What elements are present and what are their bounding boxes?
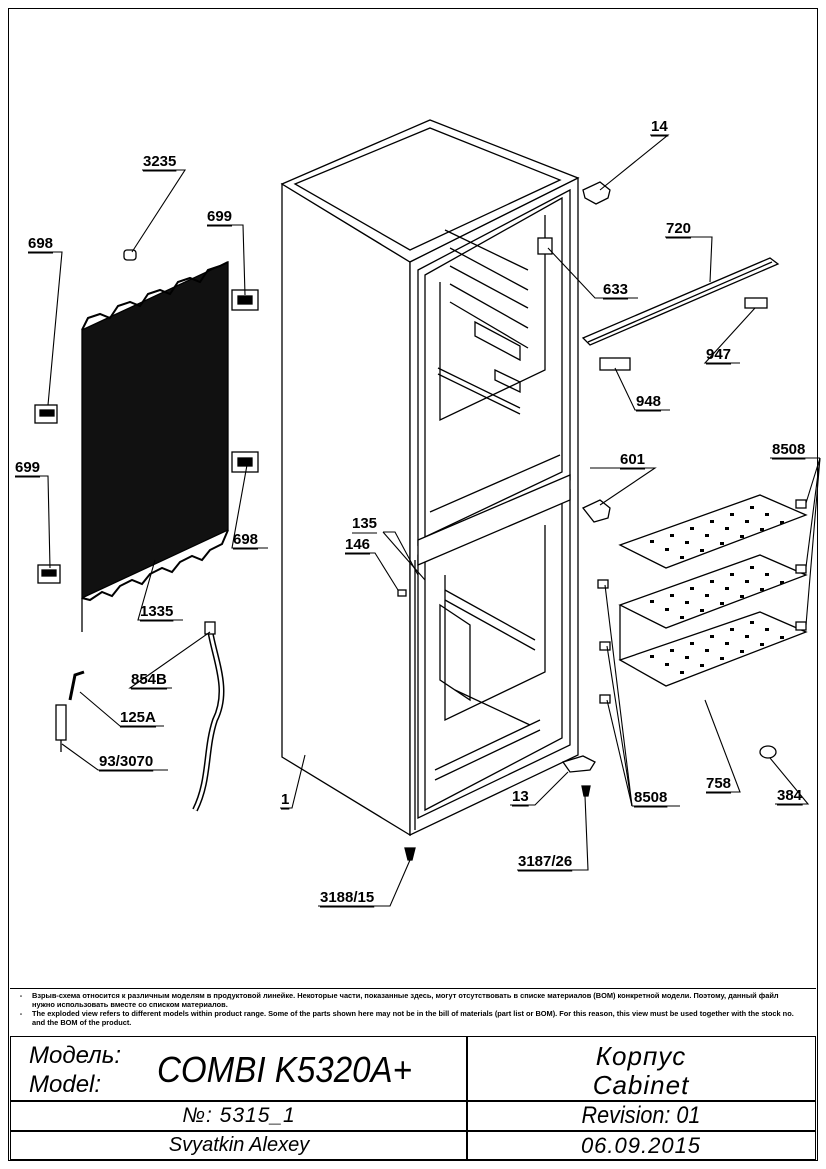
- callout-8508-bottom: 8508: [634, 789, 667, 806]
- callout-601: 601: [620, 451, 645, 468]
- callout-135: 135: [352, 515, 377, 532]
- callout-labels: 3235 699 698 699 698 1335 854B 125A 93/3…: [15, 118, 806, 908]
- foot-3187: [581, 785, 591, 797]
- callout-758: 758: [706, 775, 731, 792]
- callout-3188-15: 3188/15: [320, 889, 374, 906]
- callout-384: 384: [777, 787, 803, 804]
- callout-13: 13: [512, 788, 529, 805]
- callout-1335: 1335: [140, 603, 173, 620]
- callout-698-right: 698: [233, 531, 258, 548]
- date: 06.09.2015: [580, 1133, 702, 1158]
- cabinet-body: [280, 119, 580, 837]
- middle-hinge: [581, 499, 611, 523]
- callout-8508-right: 8508: [772, 441, 805, 458]
- number-cell: №: 5315_1: [10, 1100, 468, 1132]
- shelf-clips: [597, 499, 807, 704]
- revision: Revision: 01: [581, 1102, 701, 1129]
- part-384: [759, 745, 777, 759]
- callout-14: 14: [651, 118, 668, 135]
- date-cell: 06.09.2015: [466, 1130, 816, 1160]
- model-label-ru: Модель:: [29, 1042, 121, 1069]
- part-633: [537, 237, 553, 255]
- callout-3235: 3235: [143, 153, 176, 170]
- callout-699-top: 699: [207, 208, 232, 225]
- model-cell: Модель: Model: COMBI K5320A+: [10, 1036, 468, 1102]
- callout-699-left: 699: [15, 459, 40, 476]
- leader-lines: [15, 134, 821, 907]
- bottom-hinge: [561, 755, 596, 773]
- disclaimer-notes: - Взрыв-схема относится к различным моде…: [10, 988, 816, 1036]
- part-name-en: Cabinet: [592, 1070, 690, 1100]
- author-cell: Svyatkin Alexey: [10, 1130, 468, 1160]
- shelves: [618, 494, 808, 687]
- part-146: [397, 589, 407, 597]
- note-ru: - Взрыв-схема относится к различным моде…: [19, 991, 779, 1009]
- note-en: - The exploded view refers to different …: [19, 1009, 794, 1027]
- model-label-en: Model:: [29, 1071, 102, 1098]
- part-948: [599, 357, 631, 371]
- exploded-view-drawing: 3235 699 698 699 698 1335 854B 125A 93/3…: [15, 118, 821, 908]
- part-name-ru: Корпус: [595, 1041, 687, 1071]
- foot-3188: [404, 847, 416, 861]
- part-name-cell: Корпус Cabinet: [466, 1036, 816, 1102]
- condenser-brackets: [34, 289, 259, 584]
- part-3235: [123, 249, 137, 261]
- callout-854b: 854B: [131, 671, 167, 688]
- part-947: [744, 297, 768, 309]
- drawing-frame: [8, 8, 818, 1161]
- callout-948: 948: [636, 393, 661, 410]
- part-125a: [68, 670, 85, 701]
- callout-3187-26: 3187/26: [518, 853, 572, 870]
- callout-93-3070: 93/3070: [99, 753, 153, 770]
- callout-125a: 125A: [120, 709, 156, 726]
- callout-947: 947: [706, 346, 731, 363]
- callout-633: 633: [603, 281, 628, 298]
- callout-698-left: 698: [28, 235, 53, 252]
- callout-1: 1: [281, 791, 289, 808]
- author: Svyatkin Alexey: [168, 1134, 310, 1156]
- revision-cell: Revision: 01: [466, 1100, 816, 1132]
- callout-146: 146: [345, 536, 370, 553]
- drawing-number: №: 5315_1: [182, 1104, 296, 1127]
- part-93-3070: [55, 704, 67, 741]
- model-value: COMBI K5320A+: [157, 1049, 412, 1090]
- condenser: [81, 260, 229, 632]
- callout-720: 720: [666, 220, 691, 237]
- title-block: Модель: Model: COMBI K5320A+ Корпус Cabi…: [10, 1036, 816, 1160]
